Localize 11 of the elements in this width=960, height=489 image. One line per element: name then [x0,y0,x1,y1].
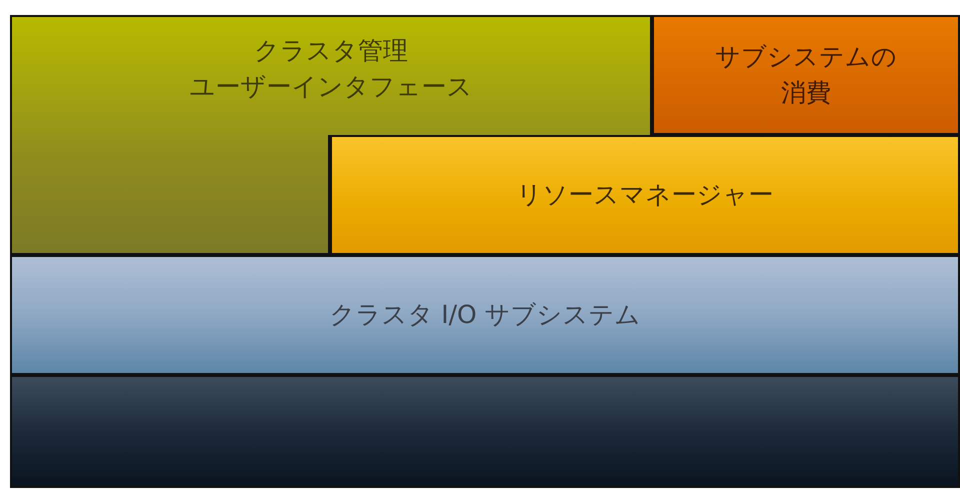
layer-label: ユーザーインタフェース [190,71,472,104]
layer-label: クラスタ I/O サブシステム [329,298,641,331]
layer-label: クラスタ管理 [254,35,408,67]
layer-box [10,255,960,375]
layer-label: リソースマネージャー [516,178,774,211]
layer-box [652,15,960,135]
layer-box [10,375,960,488]
layer-box [10,135,330,255]
layer-box [10,15,652,135]
layer-label: サブシステムの消費 [714,40,898,109]
layer-box [330,135,960,255]
